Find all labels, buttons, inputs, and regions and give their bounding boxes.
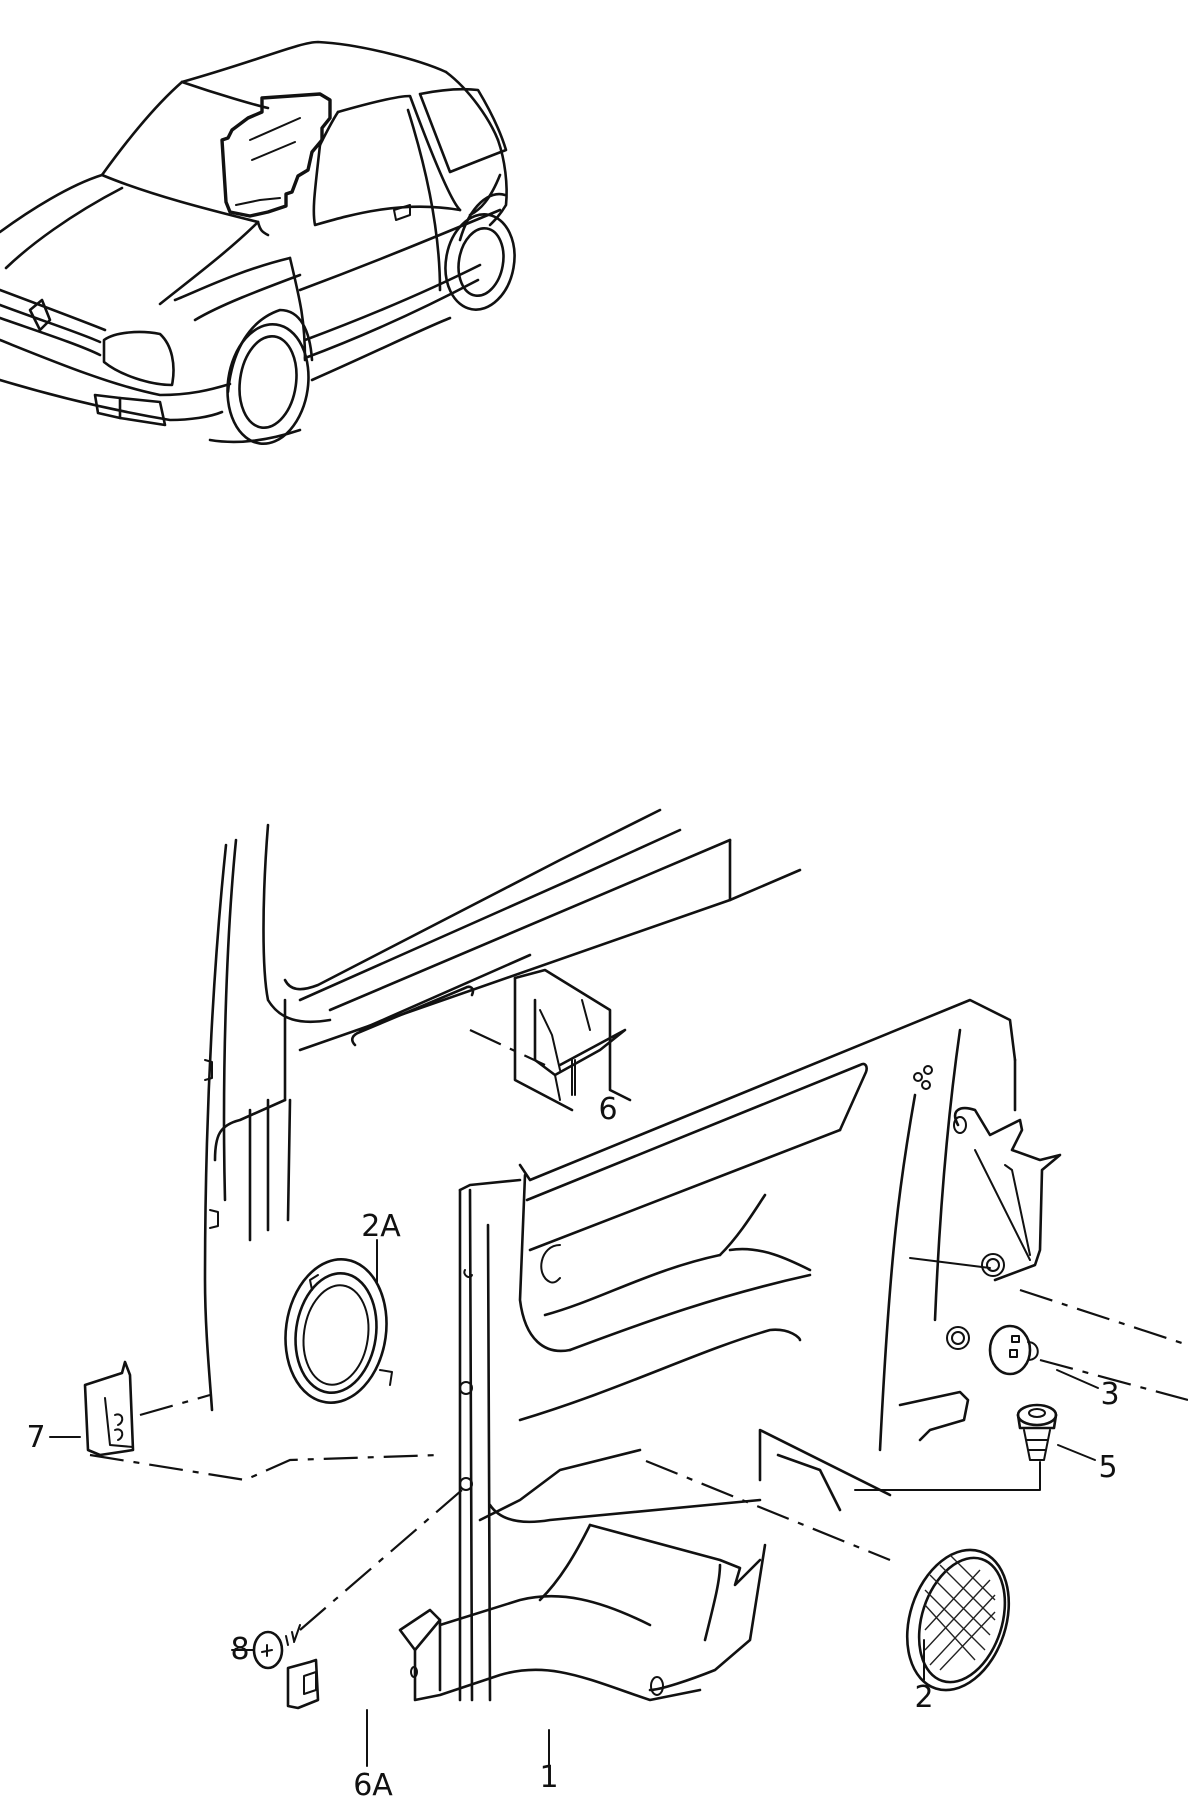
car-overview-illustration <box>0 40 516 445</box>
callout-5[interactable]: 5 <box>1098 1450 1118 1485</box>
callout-2a[interactable]: 2A <box>361 1209 401 1244</box>
callout-1[interactable]: 1 <box>539 1760 559 1795</box>
callout-7[interactable]: 7 <box>26 1420 46 1455</box>
callout-2[interactable]: 2 <box>914 1680 934 1715</box>
callout-6a[interactable]: 6A <box>353 1768 393 1803</box>
callout-6[interactable]: 6 <box>598 1092 618 1127</box>
exploded-trim-illustration <box>49 808 1188 1767</box>
callout-3[interactable]: 3 <box>1100 1377 1120 1412</box>
callout-8[interactable]: 8 <box>230 1632 250 1667</box>
